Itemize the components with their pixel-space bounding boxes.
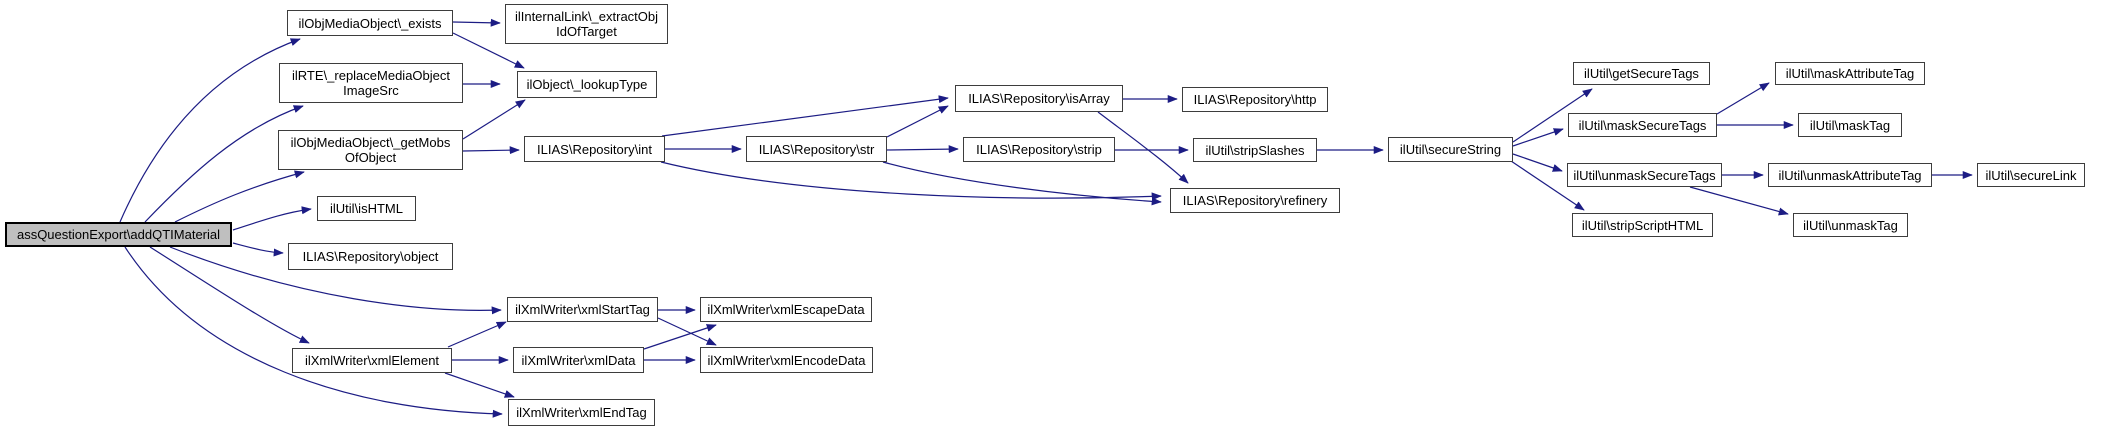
node-il-util-unmask-tag[interactable]: ilUtil\unmaskTag	[1793, 213, 1908, 237]
node-ass-question-export-add-qti-material: assQuestionExport\addQTIMaterial	[5, 222, 232, 247]
node-label: ilUtil\getSecureTags	[1584, 66, 1699, 81]
node-il-util-is-html[interactable]: ilUtil\isHTML	[317, 196, 416, 221]
node-il-obj-media-object-exists[interactable]: ilObjMediaObject\_exists	[287, 10, 453, 36]
node-label: ilUtil\secureLink	[1985, 167, 2077, 183]
node-label: ilUtil\unmaskAttributeTag	[1778, 167, 1922, 183]
node-label: ilObjMediaObject\_exists	[298, 15, 442, 31]
node-il-util-strip-slashes[interactable]: ilUtil\stripSlashes	[1193, 138, 1317, 162]
node-ilias-repository-object[interactable]: ILIAS\Repository\object	[288, 243, 453, 270]
node-ilias-repository-int[interactable]: ILIAS\Repository\int	[524, 136, 665, 162]
node-il-util-secure-link[interactable]: ilUtil\secureLink	[1977, 163, 2085, 187]
node-label: ILIAS\Repository\strip	[976, 142, 1102, 157]
node-label: ilObject\_lookupType	[526, 77, 648, 92]
node-il-xml-writer-xml-data[interactable]: ilXmlWriter\xmlData	[513, 347, 644, 373]
node-il-util-strip-script-html[interactable]: ilUtil\stripScriptHTML	[1572, 213, 1713, 237]
node-il-util-mask-tag[interactable]: ilUtil\maskTag	[1798, 113, 1902, 137]
node-label: ilXmlWriter\xmlEndTag	[516, 405, 647, 420]
node-label: ImageSrc	[343, 83, 399, 98]
node-label: ilUtil\unmaskTag	[1803, 217, 1898, 233]
node-label: ilUtil\stripScriptHTML	[1581, 217, 1704, 233]
node-label: ilXmlWriter\xmlStartTag	[515, 302, 650, 317]
node-label: ILIAS\Repository\str	[758, 141, 875, 157]
node-label: ilUtil\isHTML	[330, 201, 403, 216]
node-label: ilObjMediaObject\_getMobs	[290, 135, 451, 150]
node-label: ilUtil\stripSlashes	[1205, 142, 1305, 158]
node-il-obj-media-object-get-mobs-of-object[interactable]: ilObjMediaObject\_getMobs OfObject	[278, 130, 463, 170]
node-label: ILIAS\Repository\object	[302, 249, 439, 264]
node-label: ilUtil\maskAttributeTag	[1785, 66, 1915, 81]
node-ilias-repository-refinery[interactable]: ILIAS\Repository\refinery	[1170, 188, 1340, 213]
node-il-xml-writer-xml-escape-data[interactable]: ilXmlWriter\xmlEscapeData	[700, 297, 872, 322]
node-label: ILIAS\Repository\int	[537, 141, 652, 157]
node-label: ilRTE\_replaceMediaObject	[292, 68, 450, 83]
node-label: ilXmlWriter\xmlData	[521, 352, 636, 368]
node-il-util-get-secure-tags[interactable]: ilUtil\getSecureTags	[1573, 62, 1710, 85]
node-label: ilXmlWriter\xmlEscapeData	[707, 302, 865, 317]
node-il-xml-writer-xml-end-tag[interactable]: ilXmlWriter\xmlEndTag	[508, 399, 655, 426]
node-ilias-repository-str[interactable]: ILIAS\Repository\str	[746, 136, 887, 162]
node-il-util-unmask-secure-tags[interactable]: ilUtil\unmaskSecureTags	[1567, 163, 1722, 187]
node-il-xml-writer-xml-element[interactable]: ilXmlWriter\xmlElement	[292, 348, 452, 373]
node-ilias-repository-is-array[interactable]: ILIAS\Repository\isArray	[955, 85, 1123, 112]
node-il-util-mask-secure-tags[interactable]: ilUtil\maskSecureTags	[1568, 113, 1717, 137]
node-il-object-lookup-type[interactable]: ilObject\_lookupType	[517, 71, 657, 98]
node-il-xml-writer-xml-encode-data[interactable]: ilXmlWriter\xmlEncodeData	[700, 347, 873, 373]
node-label: ILIAS\Repository\http	[1193, 92, 1317, 107]
node-label: ILIAS\Repository\refinery	[1182, 193, 1328, 208]
node-il-util-unmask-attribute-tag[interactable]: ilUtil\unmaskAttributeTag	[1768, 163, 1932, 187]
node-il-util-secure-string[interactable]: ilUtil\secureString	[1388, 137, 1513, 162]
node-label: ilXmlWriter\xmlEncodeData	[707, 352, 866, 368]
node-ilias-repository-strip[interactable]: ILIAS\Repository\strip	[963, 137, 1115, 162]
node-label: ilUtil\secureString	[1399, 142, 1502, 157]
node-il-internal-link-extract-obj-id-of-target[interactable]: ilInternalLink\_extractObj IdOfTarget	[505, 4, 668, 44]
node-label: assQuestionExport\addQTIMaterial	[16, 227, 221, 242]
node-label: OfObject	[344, 150, 397, 165]
node-label: ILIAS\Repository\isArray	[968, 91, 1110, 106]
node-il-xml-writer-xml-start-tag[interactable]: ilXmlWriter\xmlStartTag	[507, 297, 658, 322]
node-il-rte-replace-media-object-image-src[interactable]: ilRTE\_replaceMediaObject ImageSrc	[279, 63, 463, 103]
node-il-util-mask-attribute-tag[interactable]: ilUtil\maskAttributeTag	[1775, 62, 1925, 85]
node-label: ilUtil\maskSecureTags	[1578, 117, 1707, 133]
node-label: ilInternalLink\_extractObj	[514, 9, 659, 24]
node-label: ilXmlWriter\xmlElement	[304, 353, 440, 368]
node-label: ilUtil\unmaskSecureTags	[1573, 167, 1716, 183]
node-ilias-repository-http[interactable]: ILIAS\Repository\http	[1182, 87, 1328, 112]
node-label: IdOfTarget	[556, 24, 617, 39]
node-label: ilUtil\maskTag	[1809, 117, 1891, 133]
